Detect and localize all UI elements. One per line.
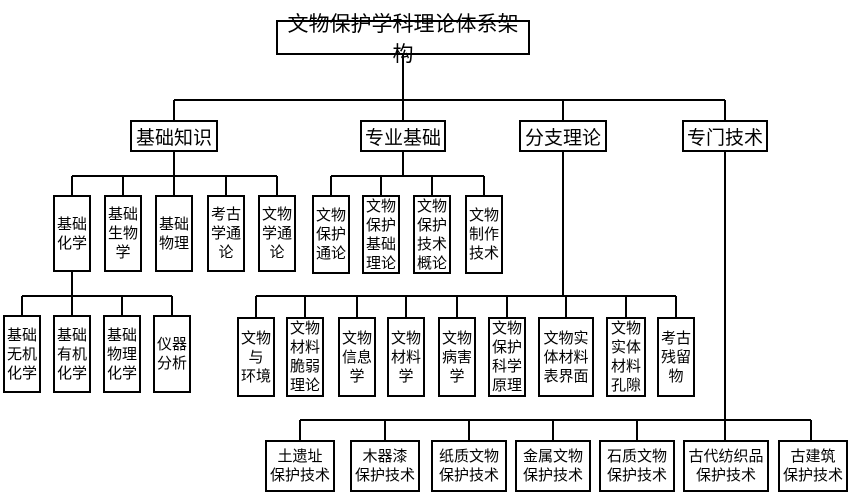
node-relic-materials-science: 文物 材料 学	[387, 317, 425, 397]
node-relic-pathology: 文物 病害 学	[438, 317, 476, 397]
node-relic-informatics: 文物 信息 学	[338, 317, 376, 397]
node-branch-theory: 分支理论	[519, 120, 607, 152]
root-node: 文物保护学科理论体系架构	[276, 12, 530, 66]
node-organic-chemistry: 基础 有机 化学	[53, 315, 91, 393]
node-metal-relics-tech: 金属文物 保护技术	[515, 440, 591, 492]
node-archaeological-residues: 考古 残留 物	[657, 317, 695, 397]
node-archaeology-intro: 考古 学通 论	[207, 195, 245, 272]
node-textile-tech: 古代纺织品 保护技术	[683, 440, 769, 492]
node-conservation-science-principles: 文物 保护 科学 原理	[488, 317, 526, 397]
node-physical-chemistry: 基础 物理 化学	[103, 315, 141, 393]
node-special-technology: 专门技术	[682, 120, 768, 152]
node-lacquerware-tech: 木器漆 保护技术	[350, 440, 420, 492]
node-cultural-relics-intro: 文物 学通 论	[258, 195, 296, 272]
node-paper-relics-tech: 纸质文物 保护技术	[431, 440, 507, 492]
node-relics-environment: 文物 与 环境	[237, 317, 275, 397]
node-basic-physics: 基础 物理	[155, 195, 193, 272]
node-stone-relics-tech: 石质文物 保护技术	[599, 440, 675, 492]
node-conservation-basic-theory: 文物 保护 基础 理论	[362, 195, 400, 274]
node-ancient-architecture-tech: 古建筑 保护技术	[778, 440, 848, 492]
node-basic-knowledge: 基础知识	[130, 120, 218, 152]
node-basic-biology: 基础 生物 学	[104, 195, 142, 272]
node-professional-basis: 专业基础	[360, 120, 446, 152]
node-material-interface: 文物实 体材料 表界面	[538, 317, 594, 397]
node-conservation-general: 文物 保护 通论	[312, 195, 350, 274]
node-instrumental-analysis: 仪器 分析	[153, 315, 191, 393]
node-material-fragility-theory: 文物 材料 脆弱 理论	[286, 317, 324, 397]
node-earthen-site-tech: 土遗址 保护技术	[265, 440, 335, 492]
node-relic-making-technology: 文物 制作 技术	[465, 195, 503, 274]
node-inorganic-chemistry: 基础 无机 化学	[3, 315, 41, 393]
node-conservation-technology-intro: 文物 保护 技术 概论	[413, 195, 451, 274]
node-basic-chemistry: 基础 化学	[53, 195, 91, 272]
node-material-pores: 文物 实体 材料 孔隙	[606, 317, 646, 397]
